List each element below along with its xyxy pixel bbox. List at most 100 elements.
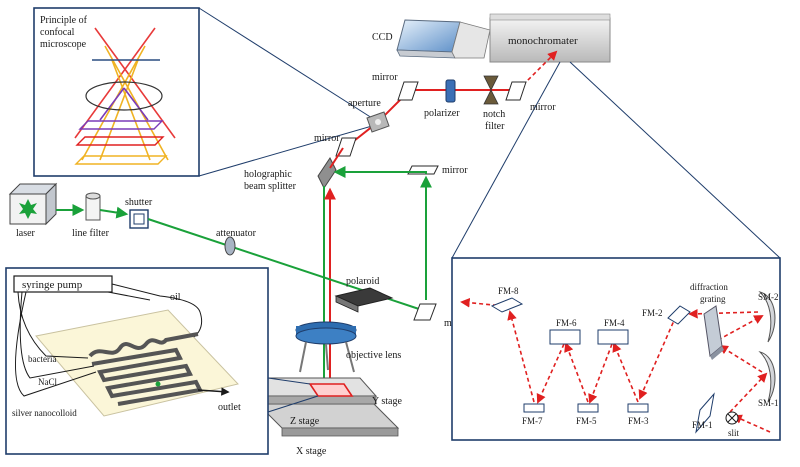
fm1-label: FM-1 xyxy=(692,420,713,430)
chip-connector-bottom xyxy=(267,395,319,413)
diffraction-grating: diffraction grating xyxy=(690,282,728,360)
polarizer: polarizer xyxy=(424,79,460,119)
beam-red-splitter xyxy=(329,147,344,169)
sm2-mirror xyxy=(758,291,776,343)
laser-label: laser xyxy=(16,228,36,239)
nacl-label: NaCl xyxy=(38,377,57,387)
outlet-label: outlet xyxy=(218,402,241,413)
outlet-arrow xyxy=(197,387,230,396)
fm8-label: FM-8 xyxy=(498,286,519,296)
attenuator: attenuator xyxy=(216,228,257,256)
sm1-label: SM-1 xyxy=(758,398,779,408)
mono-beam-path xyxy=(460,297,771,433)
mirror-top-right: mirror xyxy=(505,81,556,113)
beam-splitter: holographic beam splitter xyxy=(244,157,337,192)
confocal-inset: Principle of confocal microscope xyxy=(33,7,200,177)
chip-channel-bacteria xyxy=(88,332,199,358)
syringe-pump-label: syringe pump xyxy=(22,279,83,291)
mirror-top-right-label: mirror xyxy=(530,102,556,113)
mirror-mid: mirror xyxy=(314,133,357,157)
notch-filter: notch filter xyxy=(483,75,505,132)
aperture-label: aperture xyxy=(348,98,381,109)
polaroid-label: polaroid xyxy=(346,276,379,287)
mono-connector-left xyxy=(451,61,561,259)
fm3-mirror xyxy=(627,403,649,413)
confocal-lens xyxy=(85,81,163,111)
notch-filter-label-2: filter xyxy=(485,121,505,132)
sm2-label: SM-2 xyxy=(758,292,779,302)
confocal-title-line1: Principle of xyxy=(40,15,88,26)
mono-connector-right xyxy=(569,61,781,259)
mirror-top-left-label: mirror xyxy=(372,72,398,83)
line-filter: line filter xyxy=(72,192,110,239)
fm7-label: FM-7 xyxy=(522,416,543,426)
chip-channel-serpentine xyxy=(91,347,203,406)
mirror-mid-label: mirror xyxy=(314,133,340,144)
silver-label: silver nanocolloid xyxy=(12,408,77,418)
fm7-mirror xyxy=(523,403,545,413)
beam-green-to-splitter xyxy=(333,166,427,178)
slit: slit xyxy=(725,411,740,438)
fm8-mirror xyxy=(490,297,524,313)
fm4-label: FM-4 xyxy=(604,318,625,328)
fm2-mirror xyxy=(667,305,691,325)
laser: laser xyxy=(8,182,58,239)
fm6-label: FM-6 xyxy=(556,318,577,328)
confocal-plane-purple xyxy=(78,120,164,130)
chip-detection-spot xyxy=(155,381,161,387)
confocal-connector-top xyxy=(198,7,373,119)
confocal-plane-red xyxy=(75,136,165,146)
fm5-label: FM-5 xyxy=(576,416,597,426)
tube-bacteria xyxy=(17,291,89,359)
grating-label-1: diffraction xyxy=(690,282,728,292)
confocal-connector-bottom xyxy=(198,125,373,177)
mirror-right-label: mirror xyxy=(442,165,468,176)
polarizer-label: polarizer xyxy=(424,108,460,119)
grating-label-2: grating xyxy=(700,294,726,304)
fm1-mirror xyxy=(695,392,715,434)
ccd: CCD xyxy=(372,19,491,59)
objective-lens: objective lens xyxy=(295,321,401,373)
monochromater-label: monochromater xyxy=(508,35,578,47)
monochromater: monochromater xyxy=(489,13,611,63)
shutter: shutter xyxy=(125,197,153,229)
tube-nacl xyxy=(19,291,95,379)
chip-connector-top xyxy=(267,377,311,385)
sm1-mirror xyxy=(758,351,776,403)
notch-filter-label-1: notch xyxy=(483,109,505,120)
xyz-stage: Y stage Z stage X stage xyxy=(242,377,402,457)
fm4-mirror xyxy=(597,329,629,345)
mirror-top-left: mirror xyxy=(372,72,419,101)
aperture: aperture xyxy=(348,98,390,133)
confocal-plane-yellow xyxy=(74,155,168,165)
objective-lens-label: objective lens xyxy=(346,350,401,361)
confocal-inset-frame xyxy=(33,7,200,177)
tube-silver xyxy=(14,291,97,397)
line-filter-label: line filter xyxy=(72,228,110,239)
y-stage-label: Y stage xyxy=(372,396,402,407)
mono-inset: FM-8 FM-7 FM-6 FM-5 FM-4 FM-3 FM-2 FM-1 … xyxy=(451,257,781,441)
beam-splitter-label-2: beam splitter xyxy=(244,181,297,192)
slit-label: slit xyxy=(728,428,740,438)
x-stage-label: X stage xyxy=(296,446,327,457)
fm2-label: FM-2 xyxy=(642,308,663,318)
attenuator-label: attenuator xyxy=(216,228,257,239)
confocal-title-line3: microscope xyxy=(40,39,87,50)
bacteria-label: bacteria xyxy=(28,354,56,364)
tube-branch xyxy=(107,291,151,301)
mirror-right: mirror xyxy=(407,165,468,176)
chip-inset: syringe pump oil bacteria NaCl silver na… xyxy=(5,267,269,455)
beam-green-filter-out xyxy=(99,206,129,219)
beam-splitter-label-1: holographic xyxy=(244,169,292,180)
fm5-mirror xyxy=(577,403,599,413)
fm6-mirror xyxy=(549,329,581,345)
ccd-label: CCD xyxy=(372,32,393,43)
fm3-label: FM-3 xyxy=(628,416,649,426)
oil-label: oil xyxy=(170,292,181,303)
confocal-title-line2: confocal xyxy=(40,27,75,38)
polaroid: polaroid xyxy=(334,276,394,313)
shutter-label: shutter xyxy=(125,197,153,208)
z-stage-label: Z stage xyxy=(290,416,320,427)
